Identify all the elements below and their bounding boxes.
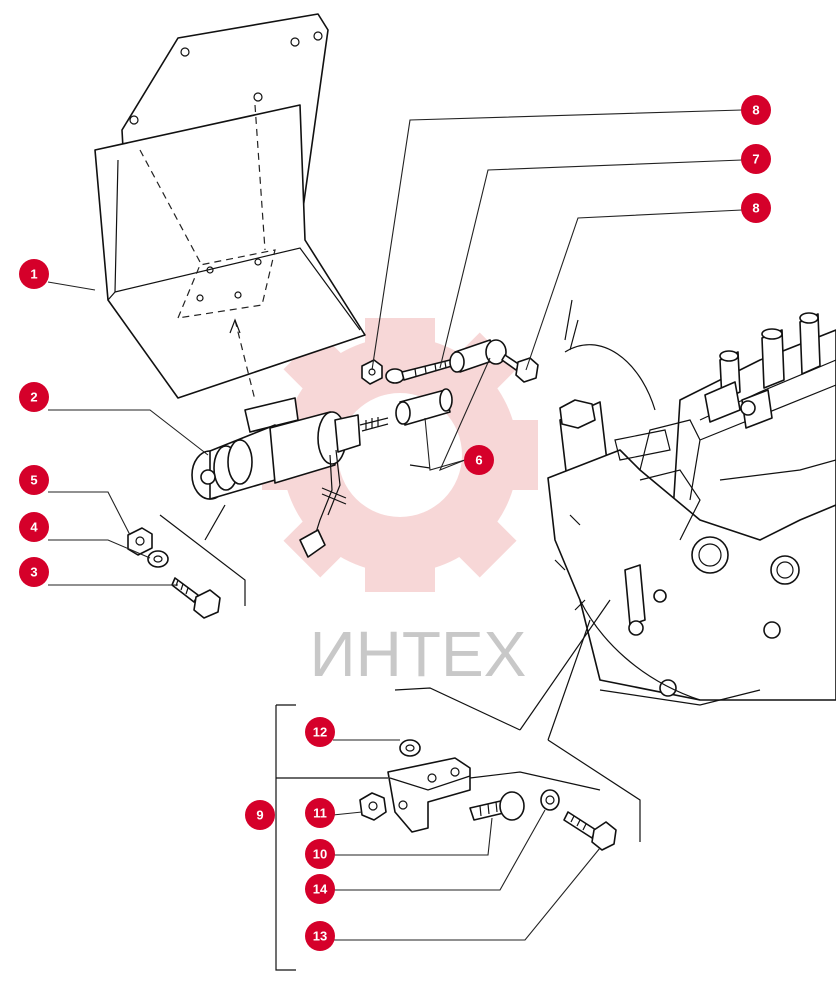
callout-9: 9	[245, 800, 275, 830]
callout-11: 11	[305, 798, 335, 828]
callout-8-bottom-label: 8	[752, 201, 759, 216]
callout-8-top-label: 8	[752, 103, 759, 118]
callout-9-label: 9	[256, 808, 263, 823]
section-lines	[159, 464, 641, 842]
bracket-assembly-9	[275, 704, 617, 971]
callout-1: 1	[19, 259, 49, 289]
callout-4: 4	[19, 512, 49, 542]
leader-lines	[47, 109, 743, 941]
callout-5-label: 5	[30, 473, 37, 488]
nut-5	[127, 527, 153, 556]
callout-14: 14	[305, 874, 335, 904]
callout-6-label: 6	[475, 453, 482, 468]
callout-3: 3	[19, 557, 49, 587]
callout-13: 13	[305, 921, 335, 951]
callout-2-label: 2	[30, 390, 37, 405]
callout-14-label: 14	[313, 882, 328, 897]
callout-8-bottom: 8	[741, 193, 771, 223]
bolt-3	[171, 577, 221, 619]
mounting-bracket	[94, 13, 366, 401]
callout-2: 2	[19, 382, 49, 412]
callout-6: 6	[464, 445, 494, 475]
callout-10: 10	[305, 839, 335, 869]
callout-4-label: 4	[30, 520, 38, 535]
ball-joint-6	[395, 339, 507, 426]
callout-7: 7	[741, 144, 771, 174]
callout-12: 12	[305, 717, 335, 747]
stop-solenoid	[191, 397, 389, 558]
washer-4	[147, 550, 169, 568]
callout-1-label: 1	[30, 267, 37, 282]
callout-8-top: 8	[741, 95, 771, 125]
callout-12-label: 12	[313, 725, 327, 740]
watermark-text: ИНТЕХ	[310, 618, 527, 690]
rod-7	[385, 359, 453, 384]
callout-10-label: 10	[313, 847, 327, 862]
callout-11-label: 11	[313, 806, 327, 821]
injection-pump	[547, 299, 836, 706]
callout-7-label: 7	[752, 152, 759, 167]
callout-5: 5	[19, 465, 49, 495]
callout-3-label: 3	[30, 565, 37, 580]
callout-13-label: 13	[313, 929, 327, 944]
